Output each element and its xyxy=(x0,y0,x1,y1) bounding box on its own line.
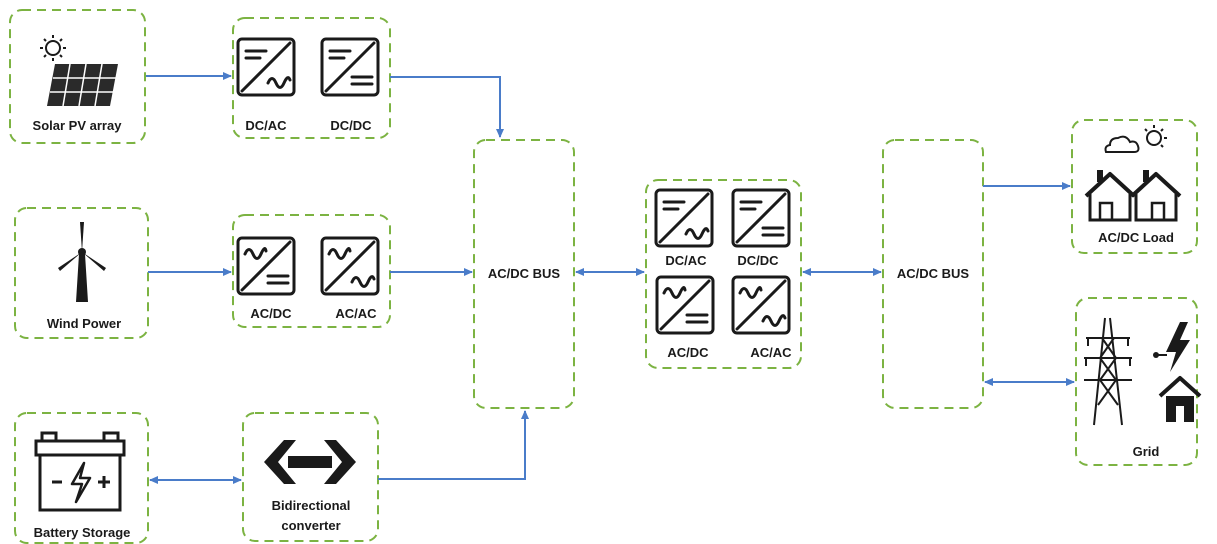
bus-left-box xyxy=(473,139,575,409)
center-conv-label-1: DC/AC xyxy=(665,253,707,268)
dc-ac-converter-icon xyxy=(236,37,296,97)
wind-conv-label-1: AC/DC xyxy=(250,306,292,321)
wind-label: Wind Power xyxy=(47,316,121,331)
center-dc-ac-icon xyxy=(654,188,714,248)
solar-panel-icon xyxy=(47,63,118,107)
bidirectional-arrows-icon xyxy=(264,440,356,484)
battery-label: Battery Storage xyxy=(34,525,131,540)
center-ac-ac-icon xyxy=(731,275,791,335)
center-ac-dc-icon xyxy=(655,275,715,335)
center-conv-label-3: AC/DC xyxy=(667,345,709,360)
bus-right-box xyxy=(882,139,984,409)
center-converter-box xyxy=(645,179,802,369)
center-conv-label-2: DC/DC xyxy=(737,253,779,268)
sun-icon xyxy=(40,35,66,61)
grid-label: Grid xyxy=(1133,444,1160,459)
bidir-label-line2: converter xyxy=(281,518,340,533)
houses-icon xyxy=(1084,170,1182,222)
solar-conv-label-1: DC/AC xyxy=(245,118,287,133)
bidirectional-box xyxy=(242,412,379,542)
cloud-sun-icon xyxy=(1104,125,1167,153)
battery-icon xyxy=(34,431,126,512)
ac-dc-converter-icon xyxy=(236,236,296,296)
bidir-label-line1: Bidirectional xyxy=(272,498,351,513)
load-label: AC/DC Load xyxy=(1098,230,1174,245)
dc-dc-converter-icon xyxy=(320,37,380,97)
grid-box xyxy=(1075,297,1198,466)
home-icon xyxy=(1158,376,1202,422)
arrow-bidir-to-bus xyxy=(378,410,529,480)
bus-right-label: AC/DC BUS xyxy=(897,266,970,281)
solar-label: Solar PV array xyxy=(33,118,123,133)
wind-conv-label-2: AC/AC xyxy=(335,306,377,321)
center-dc-dc-icon xyxy=(731,188,791,248)
solar-conv-label-2: DC/DC xyxy=(330,118,372,133)
transmission-tower-icon xyxy=(1084,317,1132,426)
arrow-solar-converter-to-bus xyxy=(390,76,504,138)
load-box xyxy=(1071,119,1198,254)
bus-left-label: AC/DC BUS xyxy=(488,266,561,281)
battery-box xyxy=(14,412,149,544)
wind-turbine-icon xyxy=(58,222,106,302)
ac-ac-converter-icon xyxy=(320,236,380,296)
center-conv-label-4: AC/AC xyxy=(750,345,792,360)
solar-box xyxy=(9,9,146,144)
lightning-icon xyxy=(1153,322,1190,372)
